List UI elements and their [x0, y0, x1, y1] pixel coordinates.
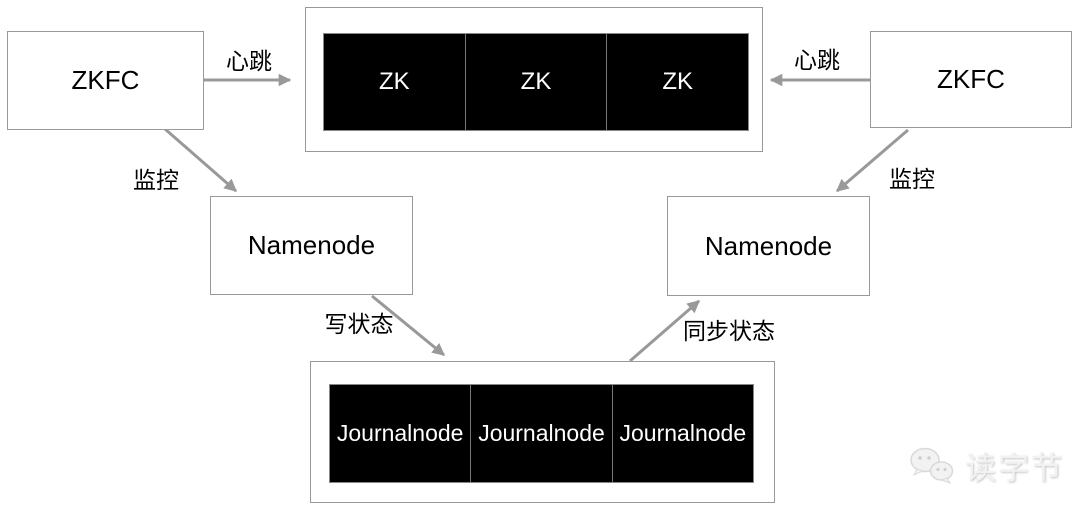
- journalnode-1: Journalnode: [330, 385, 470, 482]
- zk-node-1-label: ZK: [379, 68, 410, 95]
- edge-label-heartbeat-right: 心跳: [794, 47, 840, 73]
- zkfc-left-label: ZKFC: [71, 65, 140, 95]
- journalnode-3: Journalnode: [611, 385, 753, 482]
- journalnode-cluster-row: Journalnode Journalnode Journalnode: [329, 384, 754, 483]
- journalnode-1-label: Journalnode: [336, 420, 464, 446]
- namenode-left-node: Namenode: [210, 196, 413, 295]
- zk-cluster-row: ZK ZK ZK: [323, 33, 749, 131]
- journalnode-3-label: Journalnode: [619, 420, 747, 446]
- watermark: 读字节: [909, 443, 1064, 488]
- namenode-left-label: Namenode: [247, 230, 376, 260]
- edge-label-sync-state: 同步状态: [683, 318, 775, 344]
- zk-node-3-label: ZK: [662, 68, 694, 95]
- zk-node-3: ZK: [606, 34, 748, 130]
- watermark-text: 读字节: [965, 451, 1064, 486]
- namenode-right-node: Namenode: [667, 196, 870, 296]
- journalnode-2: Journalnode: [470, 385, 611, 482]
- zk-node-2-label: ZK: [520, 68, 552, 95]
- zkfc-right-label: ZKFC: [937, 64, 1005, 94]
- zkfc-left-node: ZKFC: [7, 31, 204, 130]
- journalnode-2-label: Journalnode: [478, 420, 605, 446]
- edge-label-monitor-left: 监控: [133, 167, 179, 193]
- zk-node-2: ZK: [464, 34, 607, 130]
- edge-label-heartbeat-left: 心跳: [226, 48, 272, 74]
- zk-cluster-container: ZK ZK ZK: [305, 7, 763, 152]
- edge-label-monitor-right: 监控: [889, 166, 935, 192]
- wechat-bubbles-icon: [910, 447, 954, 484]
- journalnode-cluster-container: Journalnode Journalnode Journalnode: [310, 361, 775, 503]
- edge-label-write-state: 写状态: [324, 311, 394, 337]
- zk-node-1: ZK: [324, 34, 465, 130]
- zkfc-right-node: ZKFC: [870, 31, 1072, 128]
- namenode-right-label: Namenode: [704, 230, 833, 261]
